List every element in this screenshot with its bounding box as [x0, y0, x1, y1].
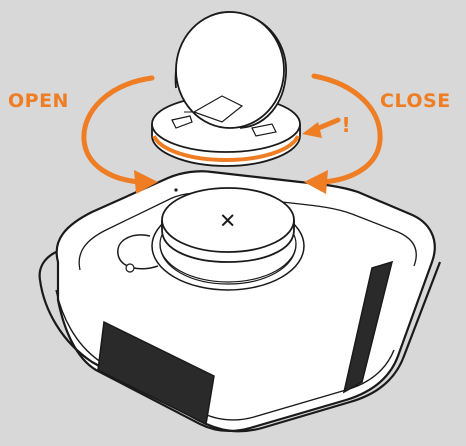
orange-seal-ring — [152, 134, 300, 163]
open-arrow-icon — [81, 75, 158, 194]
front-panel — [97, 320, 215, 426]
coin-battery: + — [161, 187, 295, 263]
mount-hole — [125, 263, 135, 273]
warning-mark: ! — [341, 113, 350, 137]
cover-disc — [174, 11, 287, 129]
device-body — [38, 170, 442, 433]
close-label: CLOSE — [380, 90, 451, 112]
close-arrow-icon — [304, 73, 383, 194]
side-panel — [342, 260, 394, 394]
open-label: OPEN — [8, 90, 69, 112]
warning-arrow-icon: ! — [302, 113, 351, 138]
